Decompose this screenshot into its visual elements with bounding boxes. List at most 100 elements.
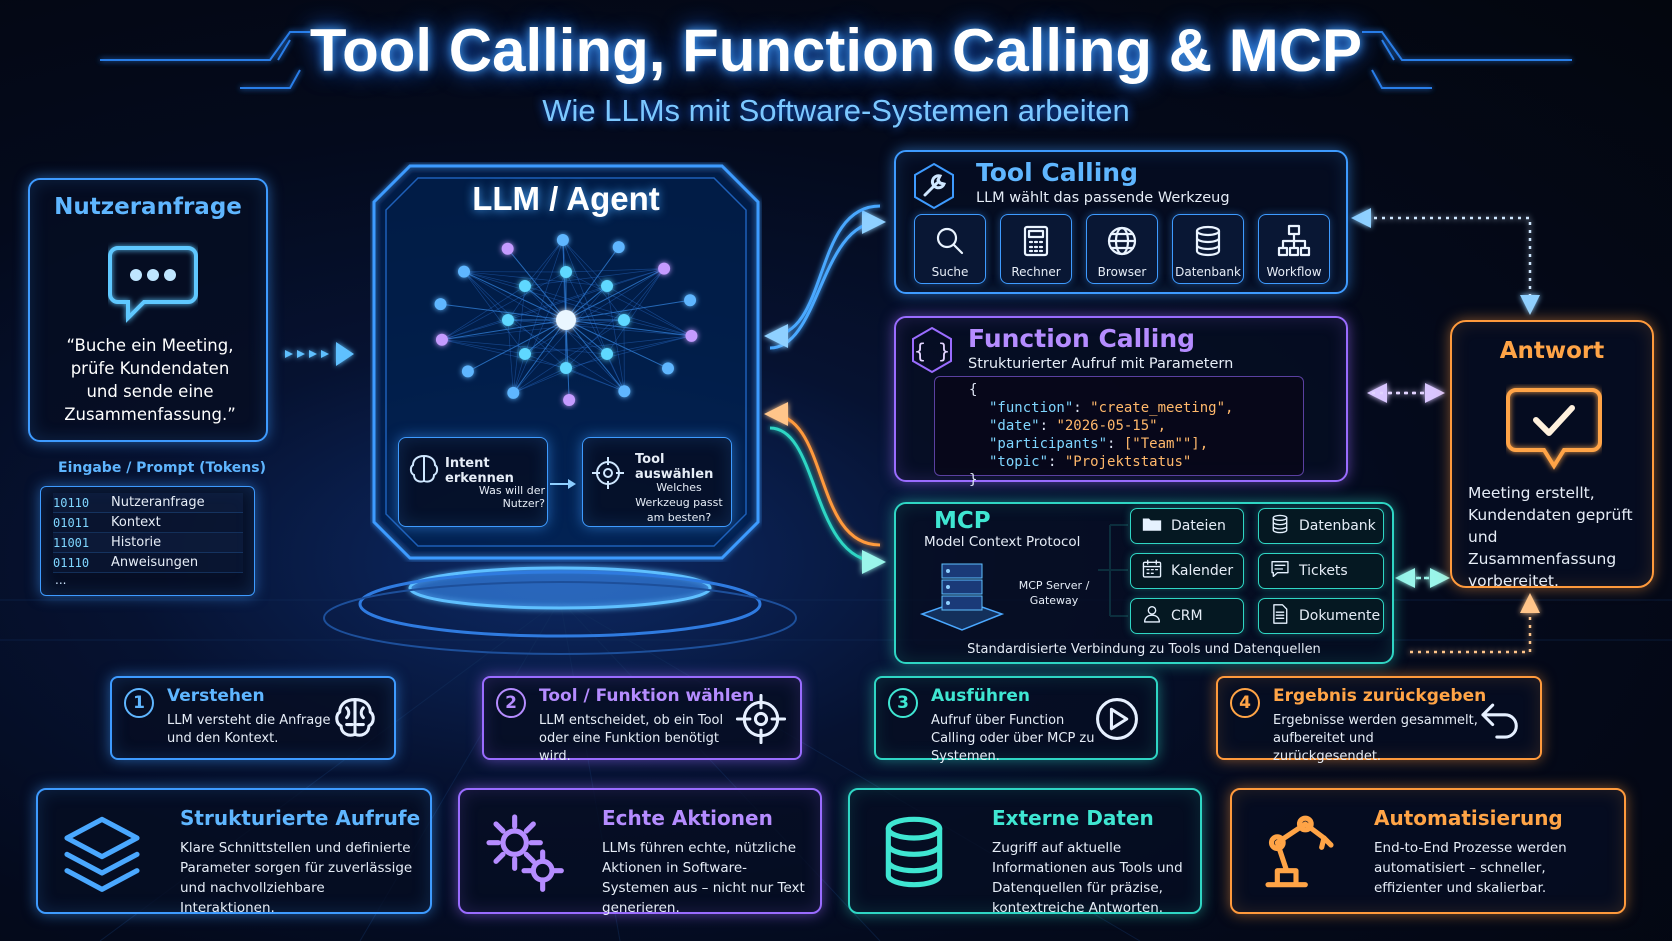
network-edge [562, 239, 608, 287]
step-title: Verstehen [167, 686, 265, 706]
network-node [560, 266, 572, 278]
tool-select-title: Tool auswählen [635, 452, 714, 482]
benefit-title: Echte Aktionen [602, 806, 773, 830]
network-edge [441, 271, 567, 341]
mcp-item-dateien[interactable]: Dateien [1130, 508, 1244, 544]
user-request-heading: Nutzeranfrage [54, 194, 242, 220]
code-close: } [969, 472, 978, 488]
code-value: ["Team""], [1123, 436, 1209, 452]
page-title: Tool Calling, Function Calling & MCP [309, 17, 1363, 84]
network-edge [467, 319, 567, 372]
network-edge [562, 239, 608, 355]
token-code: 11001 [53, 535, 90, 550]
network-node [618, 385, 631, 398]
step-title: Tool / Funktion wählen [539, 686, 755, 706]
mcp-item-kalender[interactable]: Kalender [1130, 553, 1244, 589]
mcp-item-crm[interactable]: CRM [1130, 598, 1244, 634]
tool-tile-browser[interactable]: Browser [1086, 214, 1158, 284]
tool-tile-label: Browser [1097, 265, 1147, 279]
svg-text:{ }: { } [914, 339, 950, 363]
mcp-item-tickets[interactable]: Tickets [1258, 553, 1384, 589]
network-edge [562, 239, 625, 321]
network-edge [623, 319, 692, 337]
code-key: "participants" [989, 436, 1108, 452]
step-title: Ausführen [931, 686, 1030, 706]
token-label: Kontext [111, 515, 161, 530]
neural-network-icon [434, 234, 698, 406]
network-edge [606, 335, 692, 355]
network-edge [565, 268, 665, 273]
network-edge [441, 339, 526, 355]
network-node [556, 234, 569, 247]
code-key: "topic" [989, 454, 1049, 470]
brain-icon [330, 694, 380, 748]
tool-tile-rechner[interactable]: Rechner [1000, 214, 1072, 284]
network-edge [507, 319, 692, 337]
network-edge [524, 285, 692, 337]
network-edge [512, 353, 526, 394]
token-code: 10110 [53, 495, 90, 510]
network-node [601, 280, 614, 293]
code-line: "function": "create_meeting", [989, 400, 1234, 416]
user-request-quote: “Buche ein Meeting, prüfe Kundendaten un… [64, 336, 236, 424]
play-icon [1092, 694, 1142, 748]
benefit-title: Automatisierung [1374, 806, 1563, 830]
network-edge [512, 271, 567, 394]
network-edge [512, 319, 567, 394]
benefit-text: Zugriff auf aktuelle Informationen aus T… [992, 840, 1183, 916]
network-edge [562, 240, 567, 321]
network-node [563, 393, 576, 406]
step-text: Aufruf über Function Calling oder über M… [931, 713, 1095, 764]
tool-select-text: Welches Werkzeug passt am besten? [635, 481, 723, 524]
network-node [435, 333, 448, 346]
network-edge [441, 339, 567, 369]
user-request-panel: Nutzeranfrage “Buche ein Meeting, prüfe … [28, 178, 268, 442]
code-key: "date" [989, 418, 1040, 434]
mcp-item-datenbank[interactable]: Datenbank [1258, 508, 1384, 544]
tool-tile-suche[interactable]: Suche [914, 214, 986, 284]
network-edge [565, 367, 625, 392]
network-edge [623, 268, 665, 321]
step-number: 4 [1230, 688, 1260, 718]
network-edge [565, 299, 691, 321]
token-code: 01011 [53, 515, 90, 530]
tool-select-card: Tool auswählen Welches Werkzeug passt am… [582, 437, 732, 527]
network-edge [463, 271, 567, 369]
network-edge [565, 246, 620, 321]
step-text: LLM entscheidet, ob ein Tool oder eine F… [539, 713, 724, 764]
step-number: 1 [124, 688, 154, 718]
network-edge [463, 271, 526, 287]
search-icon [915, 223, 985, 259]
network-edge [513, 353, 608, 394]
network-edge [463, 271, 526, 355]
tokens-more: ... [55, 573, 67, 587]
network-edge [507, 268, 665, 321]
network-node [518, 347, 531, 360]
network-node [601, 347, 614, 360]
code-value: "create_meeting", [1090, 400, 1234, 416]
step-title: Ergebnis zurückgeben [1273, 686, 1487, 706]
network-node [556, 310, 576, 330]
network-edge [565, 271, 625, 392]
mcp-item-dokumente[interactable]: Dokumente [1258, 598, 1384, 634]
braces-icon: { } [908, 326, 956, 378]
network-edge [524, 268, 665, 287]
step-text: LLM versteht die Anfrage und den Kontext… [167, 713, 331, 746]
agent-title: LLM / Agent [472, 180, 660, 217]
mcp-title: MCP [934, 508, 991, 534]
tool-tile-workflow[interactable]: Workflow [1258, 214, 1330, 284]
network-edge [524, 335, 692, 355]
network-node [434, 298, 447, 311]
network-edge [606, 268, 665, 287]
network-edge [524, 239, 564, 287]
network-edge [440, 303, 567, 321]
document-icon [1269, 603, 1291, 629]
tool-tile-datenbank[interactable]: Datenbank [1172, 214, 1244, 284]
benefit-text: LLMs führen echte, nützliche Aktionen in… [602, 840, 805, 916]
